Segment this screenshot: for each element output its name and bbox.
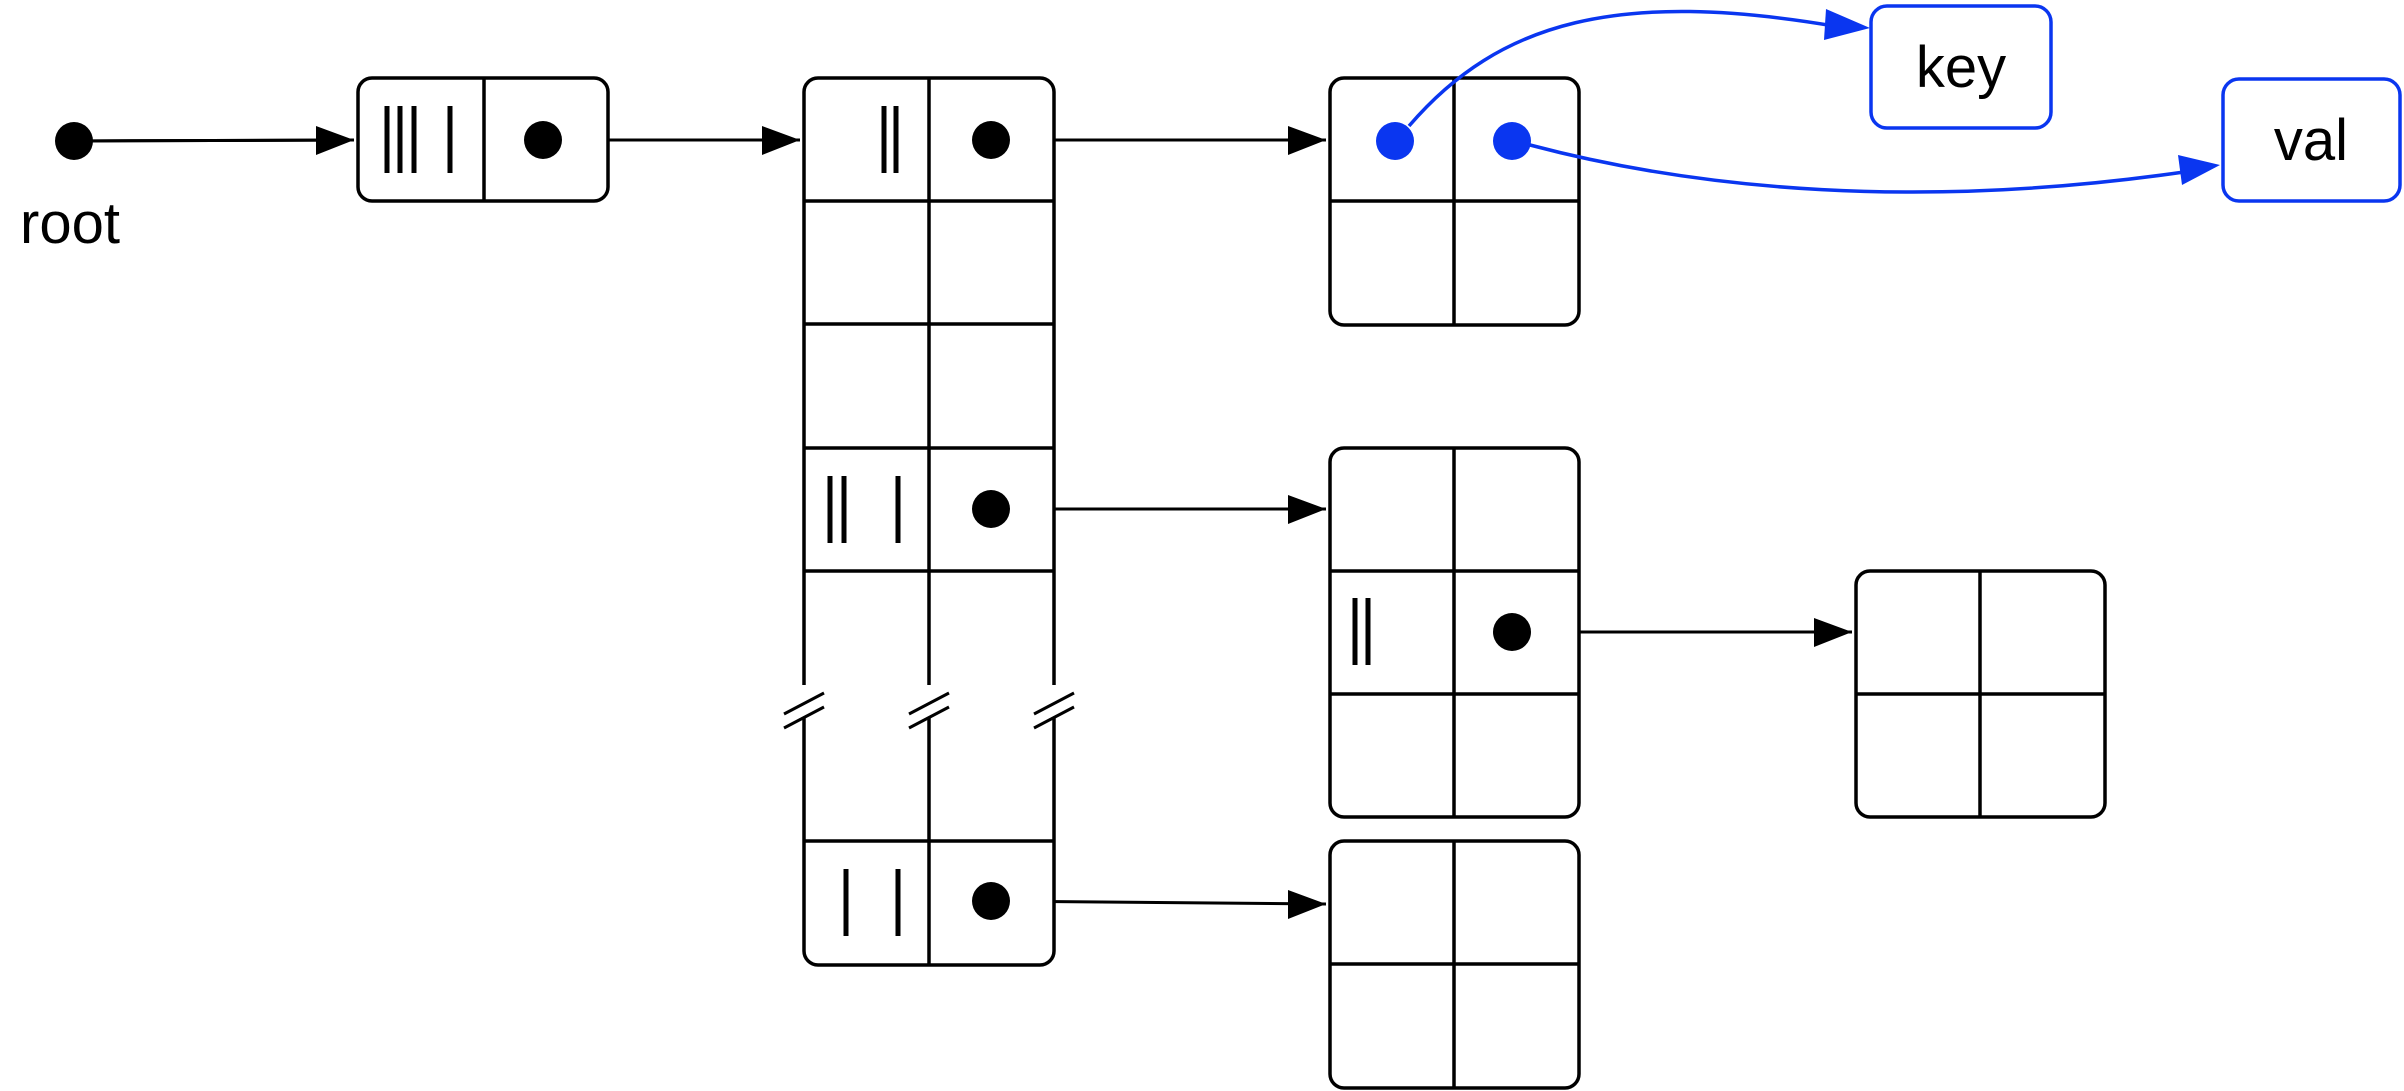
arrowhead-key bbox=[1824, 9, 1870, 40]
level2-node bbox=[783, 76, 1075, 967]
leaf-node-top bbox=[1328, 76, 1581, 327]
root-label: root bbox=[20, 191, 120, 256]
level3-tally bbox=[1352, 598, 1371, 665]
row0-tally bbox=[881, 106, 899, 173]
row0-pointer-dot bbox=[972, 121, 1010, 159]
arrowhead-row3 bbox=[1288, 495, 1326, 524]
level3-node bbox=[1328, 446, 1581, 819]
blue-edges bbox=[1407, 9, 2220, 194]
key-pointer-dot bbox=[1376, 122, 1414, 160]
val-box: val bbox=[2221, 77, 2402, 203]
root-pointer: root bbox=[20, 122, 120, 256]
last-row-pointer-dot bbox=[972, 882, 1010, 920]
arrowhead-level3 bbox=[1814, 618, 1852, 647]
arrowhead-last bbox=[1288, 890, 1326, 919]
arrowhead-row0 bbox=[1288, 126, 1326, 155]
level3-pointer-dot bbox=[1493, 613, 1531, 651]
bitmap-tally bbox=[384, 106, 453, 173]
last-row-tally bbox=[843, 869, 901, 936]
val-label: val bbox=[2274, 108, 2348, 173]
edge-to-val bbox=[1529, 143, 2185, 194]
arrowhead-root bbox=[316, 126, 354, 155]
key-label: key bbox=[1916, 35, 2006, 100]
edge-root-to-level1-arrow bbox=[73, 138, 355, 143]
arrowhead-val bbox=[2178, 155, 2220, 185]
level1-node bbox=[356, 76, 610, 203]
key-box: key bbox=[1869, 4, 2053, 130]
row3-tally bbox=[827, 476, 901, 543]
row3-pointer-dot bbox=[972, 490, 1010, 528]
arrowhead-level1 bbox=[762, 126, 800, 155]
break-marks bbox=[783, 685, 1075, 730]
leaf-node-right bbox=[1854, 569, 2107, 819]
leaf-node-bottom bbox=[1328, 839, 1581, 1090]
val-pointer-dot bbox=[1493, 122, 1531, 160]
pointer-dot bbox=[524, 121, 562, 159]
edge-to-key bbox=[1407, 9, 1835, 128]
